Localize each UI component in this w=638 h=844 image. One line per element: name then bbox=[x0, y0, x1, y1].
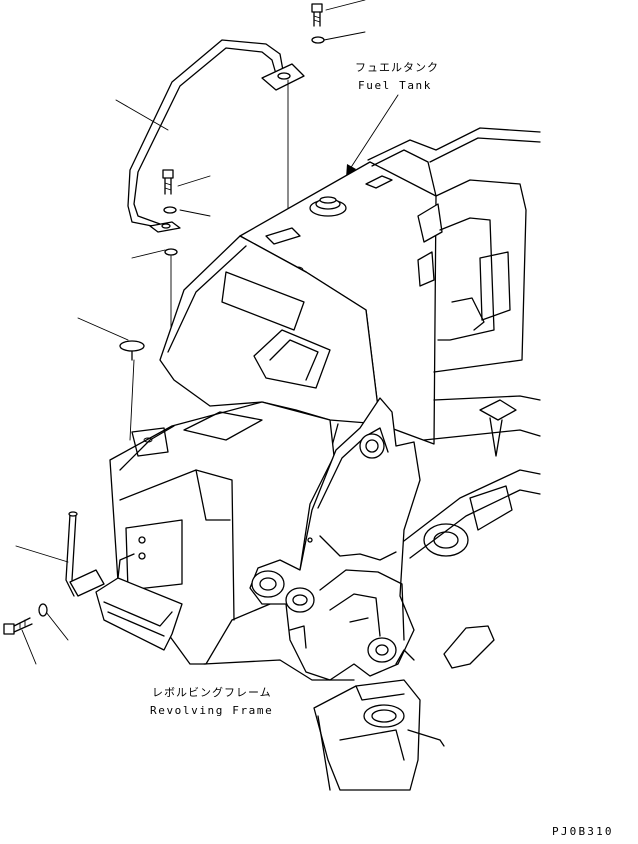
top-bolt bbox=[311, 3, 323, 27]
fuel-tank-label-jp: フュエルタンク bbox=[355, 61, 439, 74]
revolving-frame-label-en: Revolving Frame bbox=[150, 704, 273, 717]
drawing-code: PJ0B310 bbox=[552, 825, 614, 838]
top-washer bbox=[311, 36, 325, 44]
handrail-pipe bbox=[127, 39, 305, 233]
engine-cover bbox=[159, 235, 381, 447]
revolving-frame bbox=[249, 397, 421, 681]
bottom-frame bbox=[203, 625, 495, 791]
grab-handle bbox=[65, 511, 105, 597]
bottom-washer bbox=[38, 603, 48, 617]
cap-knob bbox=[119, 340, 145, 441]
fuel-tank-label-en: Fuel Tank bbox=[358, 79, 432, 92]
mid-washer bbox=[163, 206, 177, 214]
upper-frame bbox=[367, 127, 541, 559]
lower-washer bbox=[164, 248, 178, 256]
mid-bolt bbox=[162, 169, 174, 195]
bottom-bolt bbox=[3, 617, 33, 635]
step bbox=[95, 553, 183, 651]
revolving-frame-label-jp: レボルビングフレーム bbox=[152, 685, 272, 699]
